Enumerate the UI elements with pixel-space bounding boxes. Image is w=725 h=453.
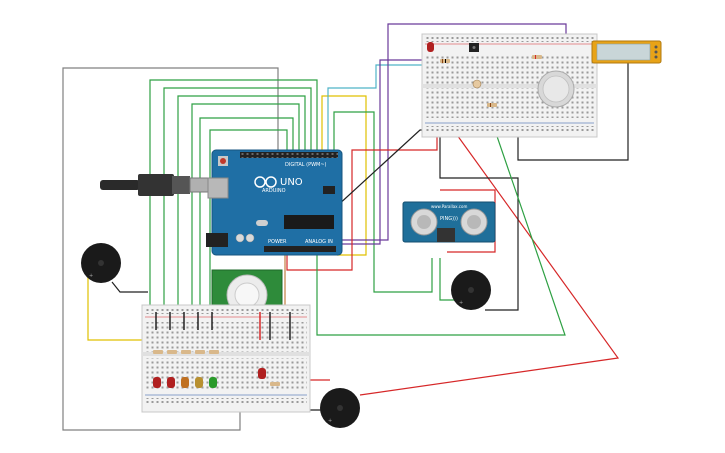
- temperature-sensor-icon: [469, 43, 479, 52]
- usb-plug-icon: [100, 174, 213, 196]
- led-row: [153, 368, 266, 388]
- wire-green-group-left: [149, 79, 318, 312]
- wire-gray-loop: [62, 67, 279, 431]
- wire-black-buzzer-left: [111, 281, 148, 293]
- wire-cyan: [327, 64, 444, 153]
- led-top: [427, 42, 434, 52]
- breadboard-top: [421, 33, 598, 138]
- resistor-top-2: [487, 103, 497, 107]
- led-orange-2: [195, 377, 203, 388]
- arduino-logo-text: ARDUINO: [262, 188, 286, 194]
- arduino-logo-icon: [254, 176, 277, 188]
- wire-green-top-right: [333, 111, 433, 293]
- piezo-buzzer-icon: +: [81, 243, 121, 283]
- arduino-digital-label: DIGITAL (PWM~): [285, 162, 327, 168]
- resistor-top-3: [532, 55, 542, 59]
- led-green: [209, 377, 217, 388]
- ping-title: www.Parallax.com: [431, 204, 467, 209]
- piezo-buzzer-icon: +: [451, 270, 491, 310]
- wire-black-ping: [439, 128, 519, 311]
- wire-black-lcd: [517, 62, 629, 161]
- gas-sensor-icon: [537, 70, 575, 108]
- wire-red-long: [359, 127, 620, 396]
- arduino-uno: UNO ARDUINO DIGITAL (PWM~) POWER ANALOG …: [206, 149, 343, 256]
- wire-red-arduino: [286, 128, 438, 271]
- led-red-2: [167, 377, 175, 388]
- resistor-top-1: [440, 59, 450, 63]
- svg-text:+: +: [89, 273, 93, 279]
- lcd-display: [591, 40, 662, 64]
- wire-yellow-left: [87, 265, 156, 341]
- wire-green-buzzer: [439, 258, 460, 301]
- piezo-buzzer-icon: +: [320, 388, 360, 428]
- arduino-analog-label: ANALOG IN: [305, 239, 333, 245]
- ultrasonic-sensor-icon: www.Parallax.com PING))): [402, 201, 496, 243]
- bottom-bb-jumpers: [155, 312, 291, 340]
- photoresistor-icon: [472, 79, 482, 89]
- wire-yellow-top: [321, 95, 367, 256]
- arduino-power-label: POWER: [268, 239, 287, 245]
- svg-text:+: +: [328, 418, 332, 424]
- svg-text:+: +: [459, 300, 463, 306]
- breadboard-bottom: [141, 304, 311, 413]
- arduino-brand: UNO: [280, 177, 303, 188]
- led-orange-1: [181, 377, 189, 388]
- wire-green-long: [316, 109, 566, 336]
- ping-model: PING))): [440, 216, 458, 222]
- led-red-3: [258, 368, 266, 379]
- resistor-array: [153, 350, 280, 386]
- led-red-1: [153, 377, 161, 388]
